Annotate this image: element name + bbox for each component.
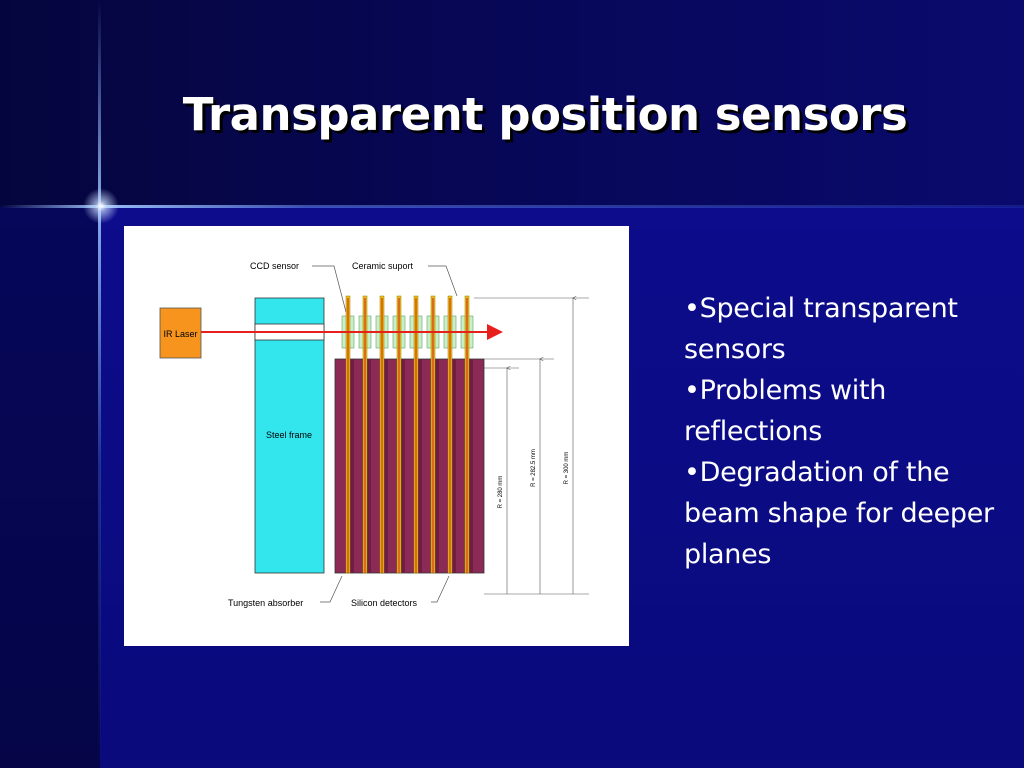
header-background [0,0,1024,207]
bullet-item-1: •Special transparent sensors [684,293,958,365]
ir-laser-label: IR Laser [163,329,197,339]
ceramic-support-label: Ceramic suport [352,261,414,271]
dimension-label-r300: R = 300 mm [564,452,570,485]
steel-frame-label: Steel frame [266,430,312,440]
left-background [0,207,100,768]
bullet-item-3: •Degradation of the beam shape for deepe… [684,457,994,570]
dimension-label-r280: R = 280 mm [498,476,504,509]
tungsten-absorber [334,358,485,574]
bullet-list: •Special transparent sensors •Problems w… [684,288,1014,575]
vertical-glow-line [98,0,101,768]
steel-frame [254,297,325,574]
bullet-item-2: •Problems with reflections [684,375,887,447]
diagram-canvas: IR Laser Steel frame CCD sensor Ceramic … [159,261,589,608]
ccd-sensor-label: CCD sensor [250,261,299,271]
tungsten-absorber-label: Tungsten absorber [228,598,303,608]
ceramic-support-leader [428,265,458,297]
detector-diagram: IR Laser Steel frame CCD sensor Ceramic … [124,226,629,646]
tungsten-absorber-leader [320,575,343,603]
dimension-label-r282: R = 282.5 mm [531,449,537,487]
sparkle-decoration [80,185,122,227]
ccd-sensor-leader [312,265,347,313]
slide-title: Transparent position sensors [182,88,908,141]
silicon-detectors-label: Silicon detectors [351,598,418,608]
silicon-detectors-leader [431,575,450,603]
horizontal-glow-line [0,205,1024,208]
ir-laser-box [159,307,202,359]
